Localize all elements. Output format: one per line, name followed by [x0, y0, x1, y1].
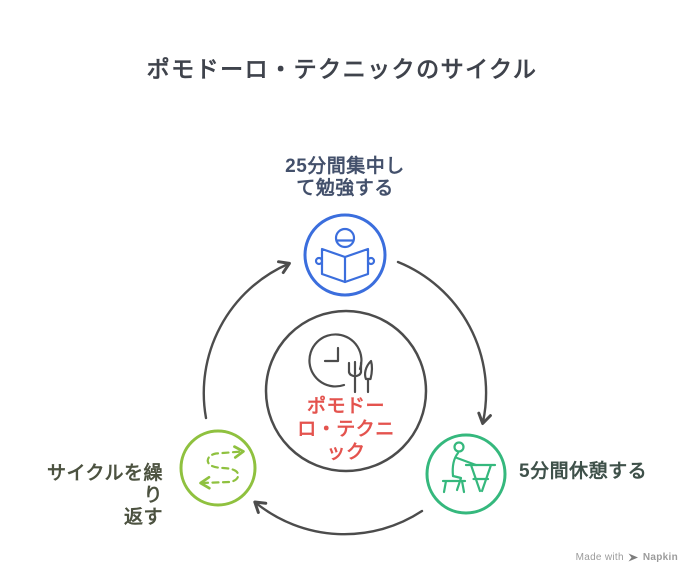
clock-face-path	[308, 333, 363, 388]
focus-node-label: 25分間集中し て勉強する	[275, 156, 415, 200]
break-node-label: 5分間休憩する	[519, 461, 679, 483]
center-label-line3: ック	[326, 442, 366, 463]
attribution: Made with Napkin	[576, 552, 678, 563]
arrow-break-to-repeat	[253, 500, 424, 536]
made-with-text: Made with	[575, 552, 624, 563]
focus-label-line2: て勉強する	[296, 178, 394, 199]
reader-right-hand-path	[366, 256, 376, 266]
center-label: ポモドー ロ・テクニ ック	[290, 395, 402, 464]
break-label-line1: 5分間休憩する	[519, 461, 648, 482]
reader-left-hand-path	[314, 256, 324, 266]
rest-arm-path	[455, 456, 478, 467]
napkin-logo-icon	[628, 553, 638, 562]
node-focus	[303, 213, 387, 297]
center-ring	[264, 309, 428, 473]
knife-blade-path	[363, 359, 374, 381]
picnic-rest-icon	[441, 441, 497, 494]
fork-tines-path	[347, 360, 363, 376]
repeat-node-label: サイクルを繰り 返す	[28, 463, 163, 529]
arrow-repeat-to-focus	[202, 260, 291, 420]
cycle-arrows-icon	[199, 445, 245, 490]
repeat-label-line2: 返す	[123, 507, 163, 528]
node-repeat	[179, 429, 257, 507]
rest-leg-path	[451, 474, 463, 492]
node-break	[425, 433, 507, 515]
bench-path	[441, 479, 467, 494]
rest-head-path	[453, 441, 465, 453]
reading-person-icon	[314, 227, 376, 284]
center-label-line2: ロ・テクニ	[297, 419, 395, 440]
arrow-focus-to-break	[396, 260, 492, 426]
cycle-arrows-group	[202, 260, 492, 536]
rest-torso-path	[451, 451, 460, 478]
clock-cutlery-icon	[308, 333, 374, 394]
table-path	[464, 463, 497, 493]
napkin-brand-text: Napkin	[642, 552, 678, 563]
focus-label-line1: 25分間集中し	[285, 156, 405, 177]
reader-head-path	[334, 227, 356, 249]
clock-hands-path	[323, 346, 340, 363]
page-title: ポモドーロ・テクニックのサイクル	[146, 56, 538, 82]
center-label-line1: ポモドー	[306, 396, 385, 417]
repeat-label-line1: サイクルを繰り	[46, 463, 163, 506]
break-node-circle	[425, 433, 507, 515]
